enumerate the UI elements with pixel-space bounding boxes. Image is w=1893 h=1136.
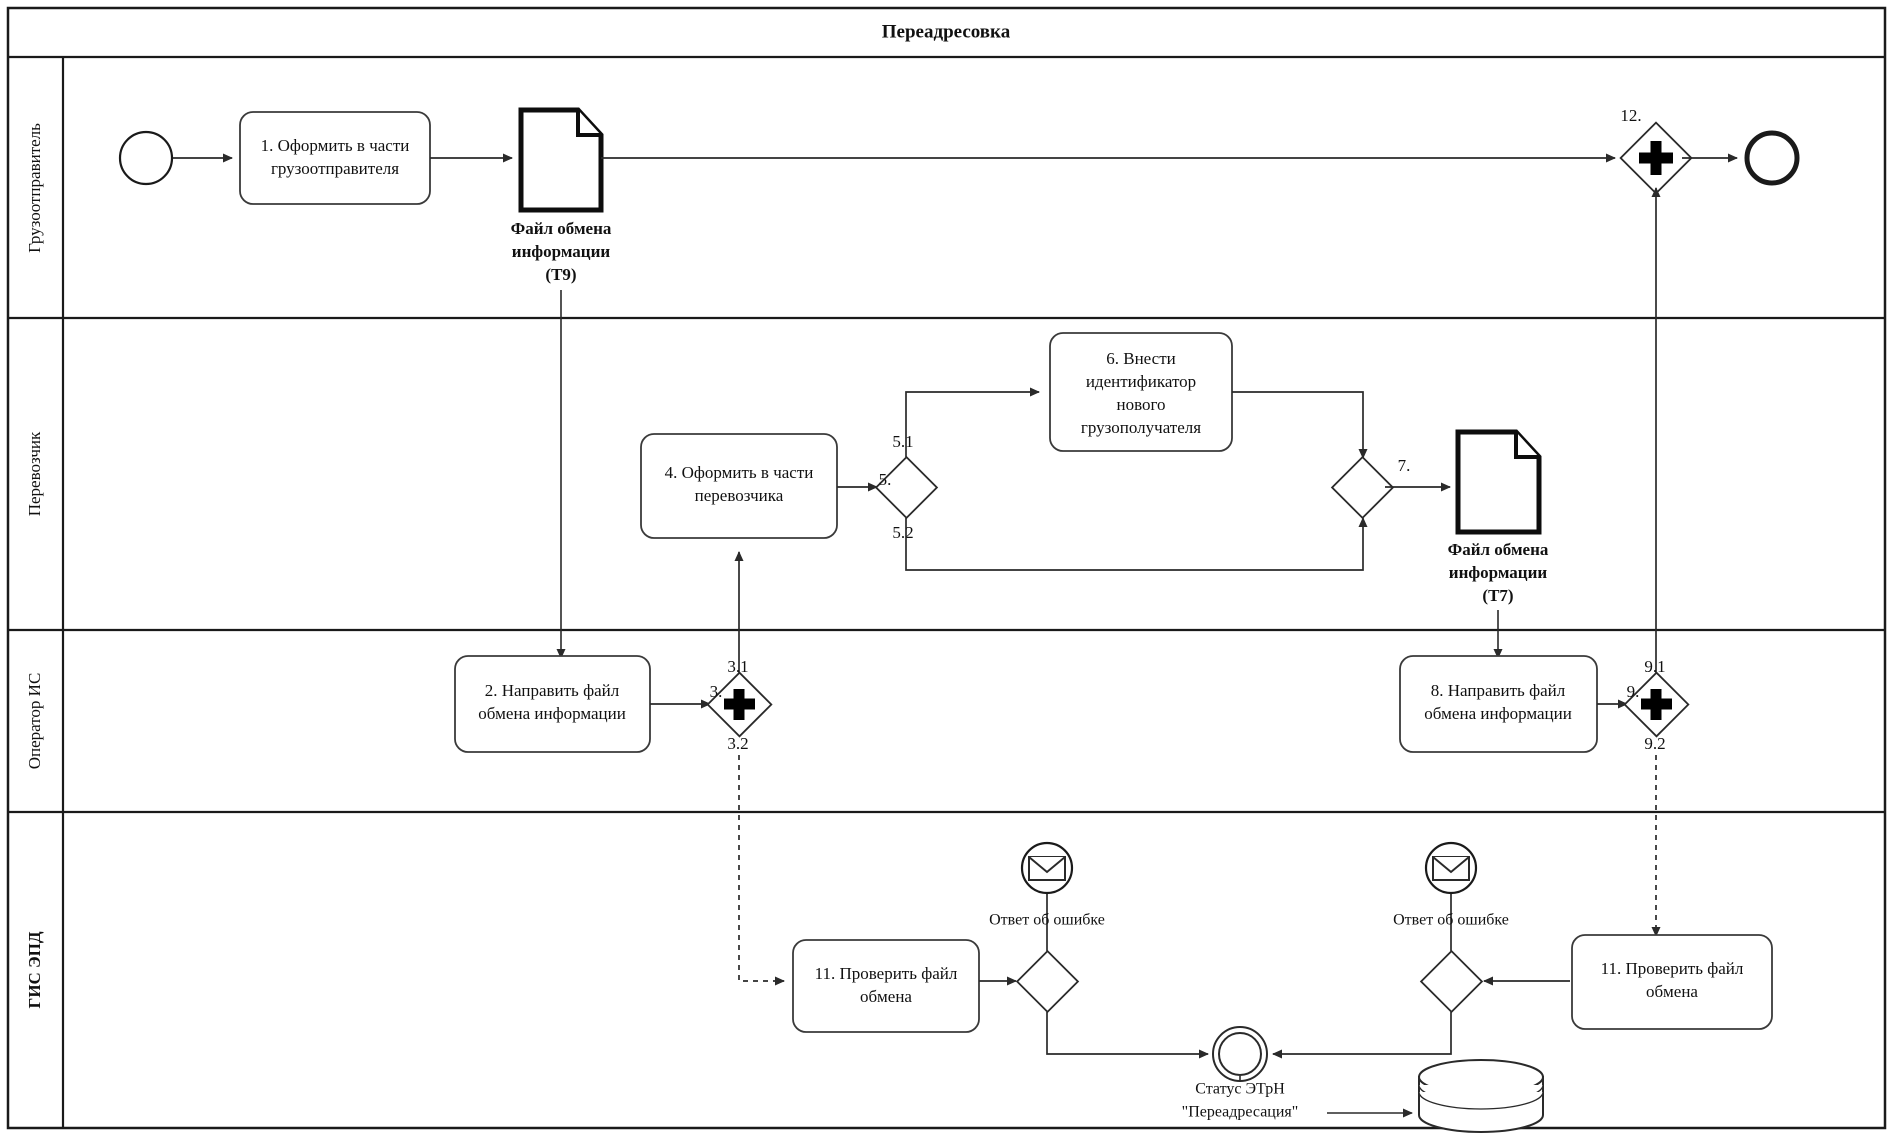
lane-label-gis: ГИС ЭПД [25,931,44,1008]
gw-check-right[interactable] [1419,949,1484,1014]
event-error-right[interactable] [1424,841,1478,895]
task-1-label-line2: грузоотправителя [271,159,399,178]
gw-9[interactable] [1623,671,1690,738]
pool-container [6,6,1887,1130]
task-4[interactable] [640,433,838,539]
flow-gw3-branch32-to-task11-left [738,755,785,986]
task-6-label-line3: нового [1116,395,1165,414]
task-1-label-line1: 1. Оформить в части [261,136,410,155]
gw-7-label: 7. [1398,456,1411,475]
event-error-left[interactable] [1020,841,1074,895]
task-11-right[interactable] [1571,934,1773,1030]
task-6-label-line4: грузополучателя [1081,418,1201,437]
gw-9-label: 9. [1627,682,1640,701]
lane-label-operator: Оператор ИС [25,673,44,770]
doc-t9-fold [576,110,601,137]
gw-3[interactable] [706,671,773,738]
event-error-right-label: Ответ об ошибке [1393,912,1509,929]
event-status-label-line2: "Переадресация" [1182,1104,1299,1121]
gw-5-output-51: 5.1 [892,432,913,451]
task-11-right-label-line2: обмена [1646,982,1698,1001]
gw-9-output-92: 9.2 [1644,734,1665,753]
doc-t9-label-line1: Файл обмена [511,219,612,238]
datastore-gis[interactable] [1418,1059,1544,1133]
lane-label-carrier: Перевозчик [25,431,44,516]
task-6-label-line2: идентификатор [1086,372,1196,391]
event-end[interactable] [1744,130,1800,186]
doc-t9-label-line3: (Т9) [545,265,576,284]
doc-t9-label-line2: информации [512,242,611,261]
event-error-left-label: Ответ об ошибке [989,912,1105,929]
gw-12-label: 12. [1620,106,1641,125]
gw-3-output-31: 3.1 [727,657,748,676]
task-11-left-label-line2: обмена [860,987,912,1006]
lane-label-shipper: Грузоотправитель [25,123,44,253]
task-11-right-label-line1: 11. Проверить файл [1601,959,1744,978]
flow-gw-check-right-to-status-event [1272,1012,1452,1059]
gw-3-label: 3. [710,682,723,701]
doc-t7-label-line2: информации [1449,563,1548,582]
doc-t7-label-line1: Файл обмена [1448,540,1549,559]
pool-title: Переадресовка [882,21,1011,42]
flow-gw5-branch52-to-gw7 [905,517,1368,571]
task-11-left[interactable] [792,939,980,1033]
gw-5-output-52: 5.2 [892,523,913,542]
task-8-label-line2: обмена информации [1424,704,1572,723]
event-status-label-line1: Статус ЭТрН [1195,1081,1285,1098]
gw-7[interactable] [1330,455,1395,520]
flow-gw5-branch51-to-task6 [905,387,1040,457]
event-status[interactable] [1212,1026,1268,1082]
task-6-label-line1: 6. Внести [1106,349,1175,368]
gw-9-output-91: 9.1 [1644,657,1665,676]
flow-task6-to-gw7 [1232,391,1368,459]
doc-t7-label-line3: (Т7) [1482,586,1513,605]
task-11-left-label-line1: 11. Проверить файл [815,964,958,983]
task-2-label-line2: обмена информации [478,704,626,723]
doc-t7-fold [1514,432,1539,459]
gw-check-left[interactable] [1015,949,1080,1014]
gw-5[interactable] [874,455,939,520]
flow-gw-check-left-to-status-event [1046,1012,1209,1059]
gw-3-output-32: 3.2 [727,734,748,753]
gw-5-label: 5. [879,470,892,489]
task-4-label-line2: перевозчика [695,486,784,505]
task-8-label-line1: 8. Направить файл [1431,681,1566,700]
task-4-label-line1: 4. Оформить в части [665,463,814,482]
gw-12[interactable] [1619,121,1693,195]
task-2-label-line1: 2. Направить файл [485,681,620,700]
event-start[interactable] [118,130,174,186]
